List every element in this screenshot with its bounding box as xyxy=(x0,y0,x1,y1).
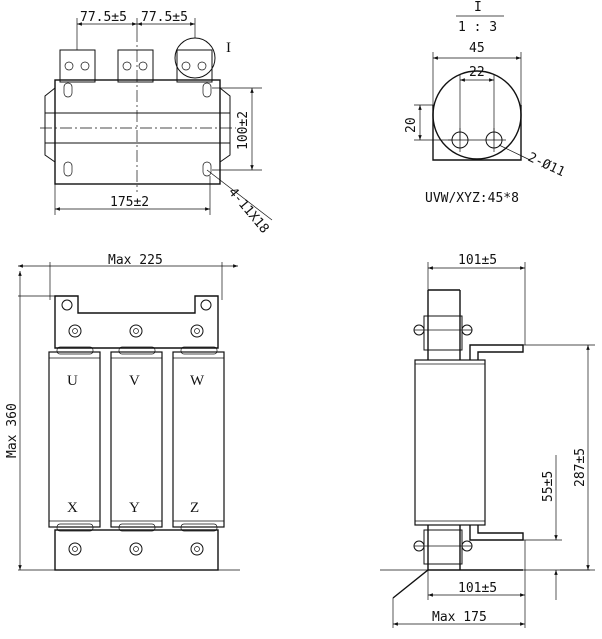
side-dim-height: 287±5 xyxy=(573,448,588,487)
coil-label-z: Z xyxy=(190,500,199,516)
detail-dim-outer: 45 xyxy=(469,41,485,56)
detail-view: I 1 : 3 45 22 20 2-Ø11 UVW/XYZ:45*8 xyxy=(404,0,567,206)
top-view-dim-right: 77.5±5 xyxy=(141,10,188,25)
top-view-dim-width: 175±2 xyxy=(110,195,149,210)
detail-scale-bottom: 1 : 3 xyxy=(458,20,497,35)
top-view-dim-height: 100±2 xyxy=(236,111,251,150)
coil-label-y: Y xyxy=(129,500,140,516)
side-view: 101±5 287±5 55±5 xyxy=(380,253,595,628)
top-view-hole-callout: 4-11X18 xyxy=(225,185,272,237)
front-coils xyxy=(48,346,225,532)
detail-marker: I xyxy=(226,40,231,56)
side-dim-top: 101±5 xyxy=(458,253,497,268)
top-view-terminals xyxy=(59,37,216,83)
detail-dim-side: 20 xyxy=(404,117,419,133)
coil-label-w: W xyxy=(190,373,205,389)
coil-label-u: U xyxy=(67,373,78,389)
detail-hole-callout: 2-Ø11 xyxy=(525,150,567,180)
side-dim-lower: 55±5 xyxy=(541,471,556,502)
detail-dim-inner: 22 xyxy=(469,65,485,80)
detail-caption: UVW/XYZ:45*8 xyxy=(425,191,519,206)
front-view: Max 225 Max 360 xyxy=(5,253,240,571)
coil-label-v: V xyxy=(129,373,140,389)
front-dim-height: Max 360 xyxy=(5,403,20,458)
front-dim-width: Max 225 xyxy=(108,253,163,268)
side-dim-bottom: 101±5 xyxy=(458,581,497,596)
top-view-dim-left: 77.5±5 xyxy=(80,10,127,25)
detail-scale-top: I xyxy=(474,0,482,15)
coil-label-x: X xyxy=(67,500,78,516)
top-view: 77.5±5 77.5±5 I 100±2 175±2 4-11X18 xyxy=(40,10,273,237)
side-dim-width: Max 175 xyxy=(432,610,487,625)
